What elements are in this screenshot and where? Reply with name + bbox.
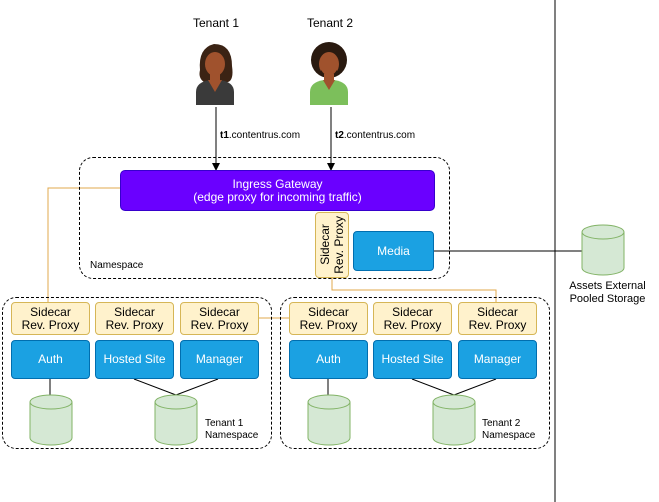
namespace-label: Namespace (90, 260, 144, 271)
domain-prefix: t2 (335, 130, 344, 141)
media-sidecar-text: Sidecar Rev. Proxy (318, 216, 346, 274)
storage-label: Assets External Pooled Storage (556, 280, 659, 306)
t1-manager-db-line (175, 378, 219, 396)
manager-service[interactable]: Manager (458, 340, 537, 379)
tenant-1-namespace (2, 297, 272, 449)
sidecar-line1: Sidecar (392, 304, 433, 319)
sidecar-line2: Rev. Proxy (21, 317, 80, 332)
sidecar-line1: Sidecar (318, 224, 332, 266)
sidecar-line1: Sidecar (114, 304, 155, 319)
ns-line1: Tenant 1 (205, 418, 244, 429)
auth-service[interactable]: Auth (289, 340, 368, 379)
tenant-2-namespace (280, 297, 550, 449)
storage-line2: Pooled Storage (569, 293, 646, 305)
hosted-site-service[interactable]: Hosted Site (95, 340, 174, 379)
ns-line1: Tenant 2 (482, 418, 521, 429)
database-icon (307, 394, 351, 446)
sidecar-line1: Sidecar (199, 304, 240, 319)
auth-service[interactable]: Auth (11, 340, 90, 379)
tenant-2-domain: t2.contentrus.com (335, 129, 415, 143)
gateway-subtitle: (edge proxy for incoming traffic) (193, 189, 362, 204)
media-service[interactable]: Media (353, 231, 434, 271)
sidecar-line1: Sidecar (477, 304, 518, 319)
tenant-1-namespace-label: Tenant 1 Namespace (205, 418, 258, 442)
sidecar-line1: Sidecar (308, 304, 349, 319)
media-sidecar-line (331, 278, 497, 302)
manager-service[interactable]: Manager (180, 340, 259, 379)
sidecar-line2: Rev. Proxy (332, 216, 346, 274)
tenant-1-label: Tenant 1 (192, 16, 240, 30)
storage-line1: Assets External (569, 280, 646, 292)
sidecar-line2: Rev. Proxy (383, 317, 442, 332)
gateway-title: Ingress Gateway (232, 176, 323, 191)
sidecar-line2: Rev. Proxy (299, 317, 358, 332)
user-icon (196, 44, 234, 105)
t2-site-db-line (411, 378, 455, 396)
domain-suffix: .contentrus.com (228, 130, 301, 141)
sidecar-line2: Rev. Proxy (468, 317, 527, 332)
tenant-2-label: Tenant 2 (306, 16, 354, 30)
database-icon (154, 394, 198, 446)
t1-site-db-line (133, 378, 177, 396)
gateway-to-auth-sidecar-line (47, 187, 120, 302)
domain-prefix: t1 (220, 130, 229, 141)
media-sidecar[interactable]: Sidecar Rev. Proxy (315, 212, 349, 278)
hosted-site-service[interactable]: Hosted Site (373, 340, 452, 379)
database-icon (29, 394, 73, 446)
user-icon (310, 42, 348, 105)
database-icon (432, 394, 476, 446)
tenant-1-domain: t1.contentrus.com (220, 129, 300, 143)
domain-suffix: .contentrus.com (343, 130, 416, 141)
ns-line2: Namespace (205, 430, 259, 441)
shared-namespace (79, 157, 450, 279)
sidecar-line2: Rev. Proxy (190, 317, 249, 332)
ns-line2: Namespace (482, 430, 536, 441)
sidecar-line1: Sidecar (30, 304, 71, 319)
sidecar-line2: Rev. Proxy (105, 317, 164, 332)
tenant-2-namespace-label: Tenant 2 Namespace (482, 418, 535, 442)
database-icon (581, 224, 625, 276)
ingress-gateway[interactable]: Ingress Gateway (edge proxy for incoming… (120, 170, 435, 211)
t2-manager-db-line (453, 378, 497, 396)
